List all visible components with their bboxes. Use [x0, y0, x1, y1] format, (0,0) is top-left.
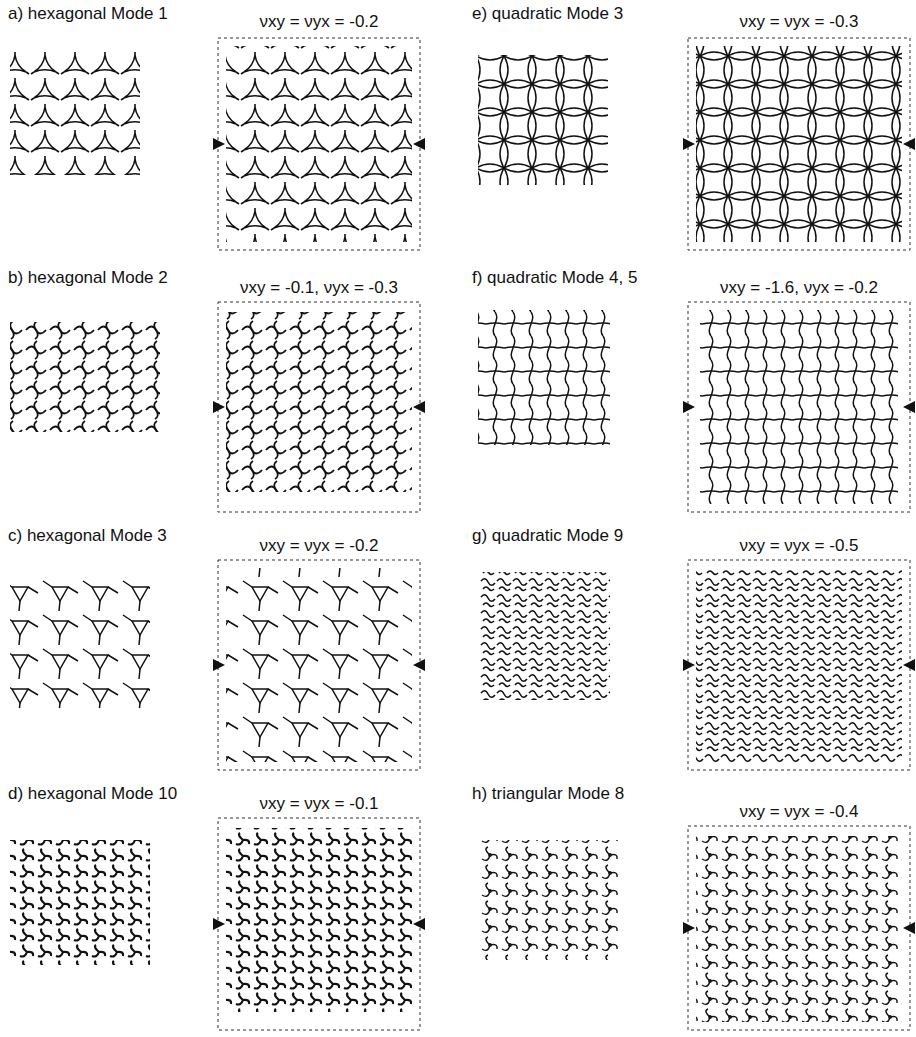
panel-title: c) hexagonal Mode 3 [8, 526, 167, 546]
poisson-ratio: νxy = νyx = -0.4 [688, 802, 910, 822]
panel-title: h) triangular Mode 8 [472, 784, 624, 804]
poisson-ratio: νxy = νyx = -0.2 [218, 12, 420, 32]
poisson-ratio: νxy = νyx = -0.5 [688, 536, 910, 556]
poisson-ratio: νxy = νyx = -0.3 [688, 12, 910, 32]
panel-title: f) quadratic Mode 4, 5 [472, 268, 637, 288]
panel-title: e) quadratic Mode 3 [472, 4, 623, 24]
poisson-ratio: νxy = -1.6, νyx = -0.2 [688, 278, 910, 298]
panel-title: a) hexagonal Mode 1 [8, 4, 168, 24]
poisson-ratio: νxy = -0.1, νyx = -0.3 [218, 278, 420, 298]
poisson-ratio: νxy = νyx = -0.2 [218, 536, 420, 556]
panel-title: d) hexagonal Mode 10 [8, 784, 177, 804]
panel-title: b) hexagonal Mode 2 [8, 268, 168, 288]
poisson-ratio: νxy = νyx = -0.1 [218, 794, 420, 814]
panel-title: g) quadratic Mode 9 [472, 526, 623, 546]
